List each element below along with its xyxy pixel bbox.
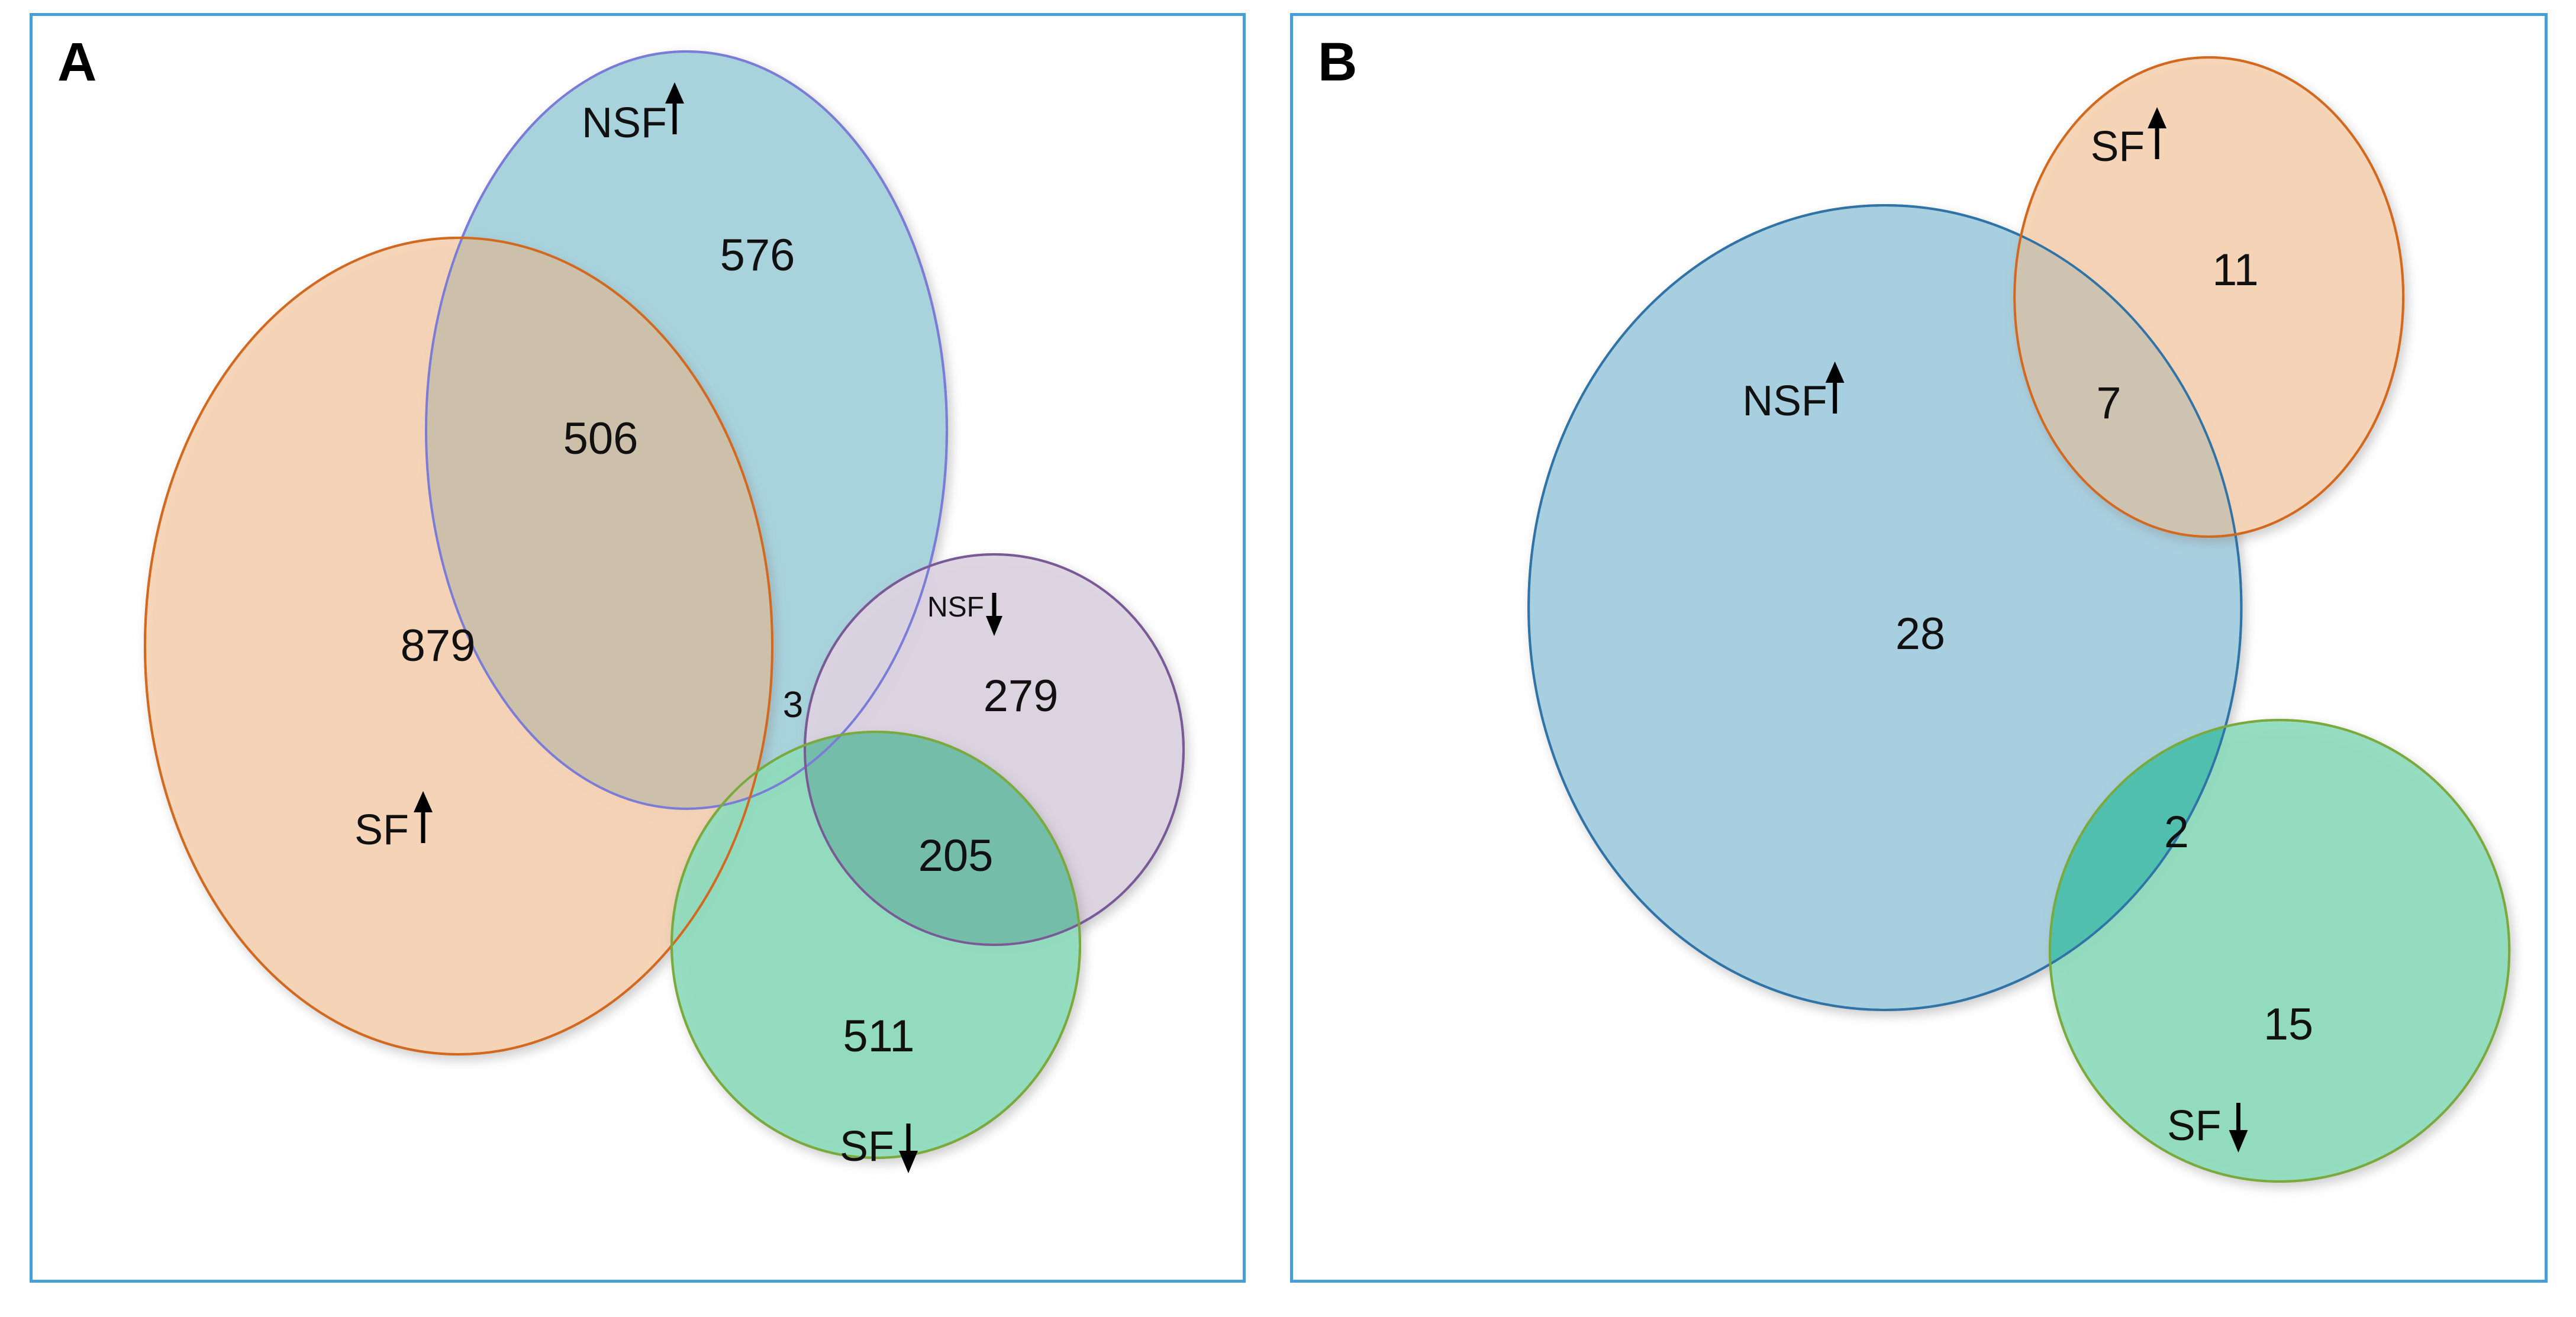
arrow-up-icon (1825, 361, 1845, 414)
venn-outline-nsf-up (425, 50, 948, 810)
count-sf-up-only: 879 (401, 621, 476, 671)
venn-outline-nsf-down (804, 553, 1185, 946)
venn-outline-sf-up (144, 237, 773, 1055)
venn-outline-sf-up (2013, 56, 2405, 538)
arrow-down-icon (2229, 1103, 2248, 1153)
venn-outline-nsf-up (1527, 204, 2243, 1011)
arrow-up-icon (665, 82, 684, 134)
count-sf-down-only: 511 (843, 1011, 914, 1061)
panel-b-letter: B (1318, 32, 1358, 92)
count-sf-up-only: 11 (2212, 245, 2259, 295)
set-label-sf-up: SF (354, 806, 409, 854)
arrow-up-icon (2148, 107, 2167, 159)
venn-outline-sf-down (2048, 719, 2511, 1183)
arrow-down-icon (899, 1124, 918, 1173)
count-nsfup-sfup: 506 (563, 414, 639, 464)
panel-b-venn-svg: NSF SF SF 11 7 28 2 15 (1527, 56, 2511, 1183)
set-label-nsf-up: NSF (582, 99, 667, 147)
count-nsf-up-only: 28 (1895, 609, 1945, 659)
panel-a-letter: A (57, 32, 97, 92)
count-nsfup-sfdown: 2 (2164, 807, 2189, 857)
count-nsf-down-only: 279 (984, 671, 1059, 721)
venn-intersection-nsfup-sfdown (2049, 720, 2242, 1010)
count-nsfdown-sfdown: 205 (918, 831, 994, 881)
set-label-nsf-down: NSF (927, 592, 984, 623)
set-label-sf-up: SF (2091, 123, 2145, 170)
count-nsfup-sfup: 7 (2096, 378, 2121, 428)
venn-outline-sf-down (670, 731, 1081, 1159)
count-sf-down-only: 15 (2264, 999, 2313, 1050)
panel-a: A (30, 13, 1246, 1283)
set-label-nsf-up: NSF (1742, 377, 1827, 425)
panel-a-venn-svg: NSF SF NSF SF 57 (144, 50, 1185, 1173)
count-sfup-nsfdown: 3 (783, 685, 803, 725)
panel-b: B (1290, 13, 2548, 1283)
set-label-sf-down: SF (2167, 1102, 2222, 1150)
arrow-up-icon (414, 791, 433, 843)
count-nsf-up-only: 576 (720, 230, 795, 280)
set-label-sf-down: SF (840, 1123, 894, 1170)
venn-intersection-nsfdown-sfdown (805, 732, 1080, 945)
arrow-down-icon (986, 593, 1002, 636)
